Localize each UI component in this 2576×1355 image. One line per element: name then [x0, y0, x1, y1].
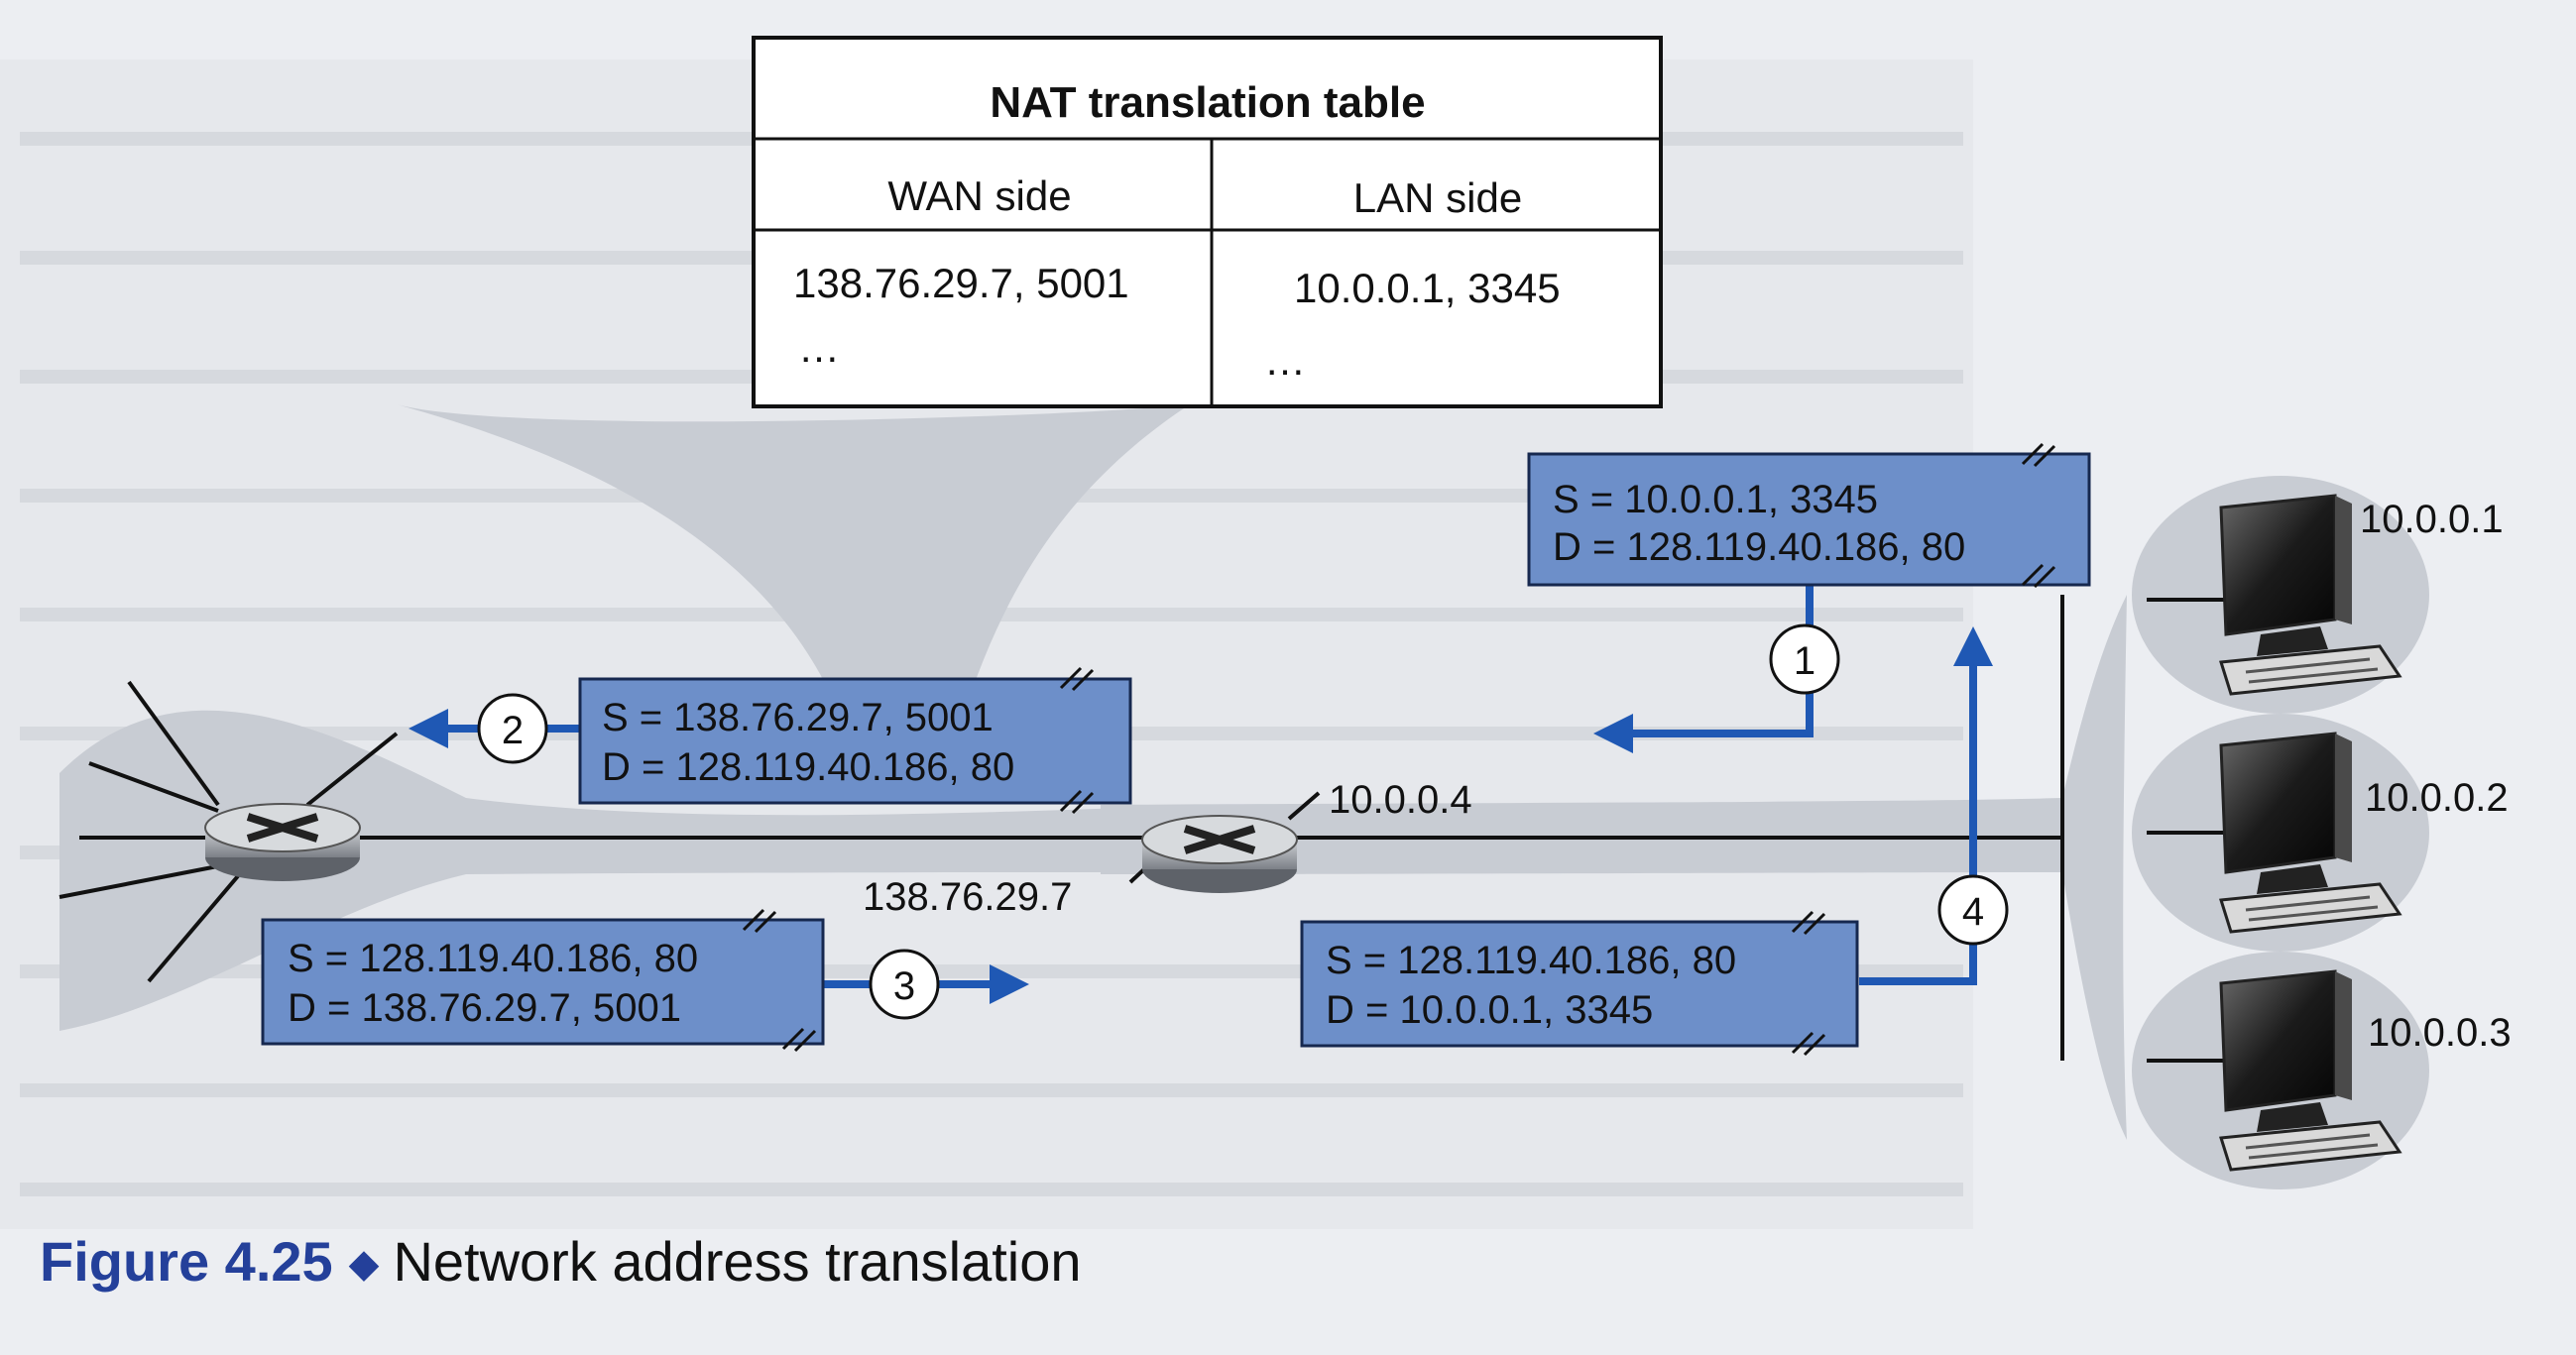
- datagram-3-dst: D = 138.76.29.7, 5001: [288, 986, 681, 1030]
- internet-cloud: [59, 710, 1220, 1031]
- table-funnel: [397, 404, 1190, 753]
- edge-link-1: [127, 680, 220, 807]
- step-markers: 1 2 3 4: [477, 623, 2009, 1020]
- arrow-4: [1859, 626, 1993, 985]
- nat-wan-ip-label: 138.76.29.7: [863, 875, 1072, 919]
- table-cell-wan-1: 138.76.29.7, 5001: [793, 260, 1129, 306]
- datagram-1-dst: D = 128.119.40.186, 80: [1553, 525, 1965, 569]
- lan-cloud: [1101, 595, 2127, 1140]
- table-cell-lan-2: …: [1264, 337, 1306, 384]
- table-header-lan: LAN side: [1353, 174, 1522, 221]
- datagram-4: S = 128.119.40.186, 80 D = 10.0.0.1, 334…: [1300, 910, 1859, 1057]
- step-4-badge: 4: [1937, 874, 2009, 946]
- table-header-wan: WAN side: [887, 172, 1071, 219]
- host-2-ip-label: 10.0.0.2: [2365, 776, 2509, 820]
- datagram-4-src: S = 128.119.40.186, 80: [1326, 939, 1736, 982]
- edge-link-2: [88, 761, 219, 813]
- diamond-icon: ◆: [348, 1242, 380, 1286]
- datagram-2-src: S = 138.76.29.7, 5001: [602, 696, 994, 739]
- nat-lan-ip-label: 10.0.0.4: [1329, 778, 1472, 822]
- edge-link-5: [305, 732, 399, 807]
- host-3-computer-icon: [2219, 969, 2402, 1172]
- lan-ip-tick: [1287, 791, 1321, 821]
- datagram-1: S = 10.0.0.1, 3345 D = 128.119.40.186, 8…: [1527, 442, 2091, 589]
- edge-link-3: [59, 860, 239, 899]
- nat-translation-table: NAT translation table WAN side LAN side …: [752, 36, 1663, 408]
- datagram-4-dst: D = 10.0.0.1, 3345: [1326, 988, 1653, 1032]
- figure-number: Figure 4.25: [40, 1230, 333, 1293]
- host-1-ip-label: 10.0.0.1: [2360, 498, 2504, 541]
- step-2-badge: 2: [477, 693, 548, 764]
- nat-router-icon: [1141, 815, 1298, 893]
- table-title: NAT translation table: [990, 78, 1425, 127]
- datagram-3: S = 128.119.40.186, 80 D = 138.76.29.7, …: [261, 908, 825, 1053]
- step-1-label: 1: [1794, 639, 1815, 683]
- edge-link-4: [147, 862, 250, 983]
- host-2-computer-icon: [2219, 732, 2402, 934]
- figure-title: Network address translation: [393, 1230, 1082, 1293]
- step-4-label: 4: [1962, 890, 1984, 934]
- datagram-3-src: S = 128.119.40.186, 80: [288, 937, 698, 980]
- datagram-1-src: S = 10.0.0.1, 3345: [1553, 478, 1878, 521]
- internet-router-icon: [204, 803, 361, 881]
- host-1-computer-icon: [2219, 494, 2402, 696]
- datagram-2: S = 138.76.29.7, 5001 D = 128.119.40.186…: [578, 666, 1132, 815]
- datagram-2-dst: D = 128.119.40.186, 80: [602, 745, 1014, 789]
- step-1-badge: 1: [1769, 623, 1840, 695]
- figure-caption: Figure 4.25 ◆ Network address translation: [40, 1229, 1082, 1294]
- step-3-label: 3: [893, 964, 915, 1008]
- step-2-label: 2: [502, 709, 524, 752]
- step-3-badge: 3: [869, 949, 940, 1020]
- host-3-ip-label: 10.0.0.3: [2368, 1011, 2512, 1055]
- table-cell-wan-2: …: [798, 324, 840, 371]
- table-cell-lan-1: 10.0.0.1, 3345: [1294, 265, 1561, 311]
